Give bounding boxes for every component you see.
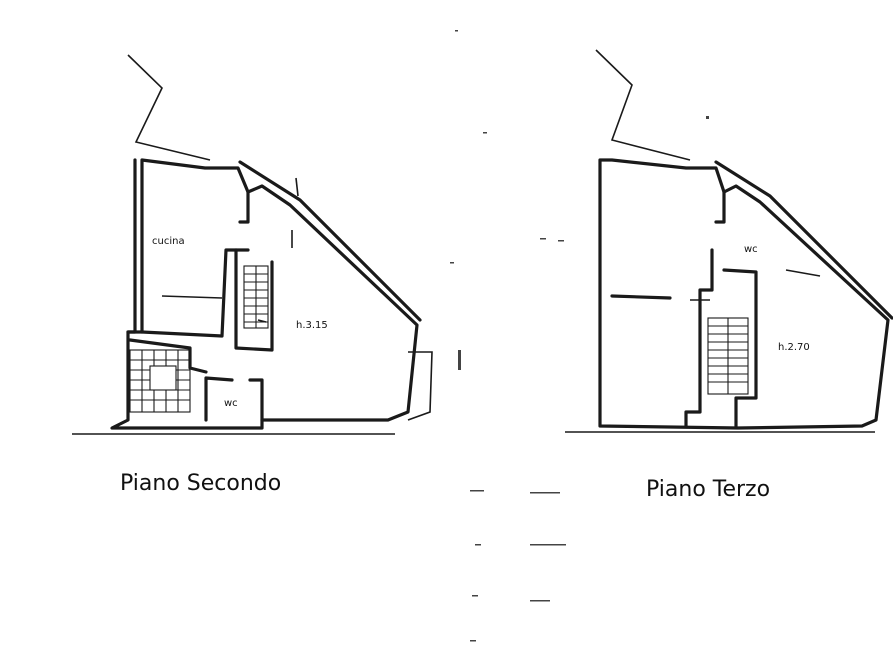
exterior-walls — [598, 158, 890, 430]
exterior-walls — [110, 158, 419, 430]
room-label-wc: wc — [224, 398, 238, 409]
neighbour-outline — [127, 54, 211, 161]
staircase-upper — [243, 265, 269, 329]
internal-wall-kitchen — [140, 248, 250, 338]
room-label-wc: wc — [744, 244, 758, 255]
staircase-lower — [129, 349, 191, 413]
plan-piano-secondo: cucina h.3.15 wc Piano Secondo — [72, 54, 433, 496]
internal-wall-corridor — [238, 190, 250, 224]
plan-piano-terzo: wc h.2.70 Piano Terzo — [565, 49, 893, 502]
diagonal-wall-inner — [238, 160, 422, 322]
outer-wall-line — [126, 158, 137, 334]
balcony — [407, 351, 433, 421]
staircase — [707, 317, 749, 395]
diagonal-wall-inner — [714, 160, 893, 320]
room-label-height: h.2.70 — [778, 342, 810, 353]
floor-title-terzo: Piano Terzo — [646, 477, 770, 502]
neighbour-outline — [595, 49, 691, 161]
internal-wall-stair-right — [722, 268, 758, 428]
room-label-height: h.3.15 — [296, 320, 328, 331]
internal-wall-wc — [204, 376, 264, 422]
window-mark — [295, 177, 299, 197]
internal-wall-left — [610, 294, 672, 300]
internal-wall-corridor — [714, 190, 726, 224]
door-mark — [785, 269, 821, 277]
internal-wall-stair — [684, 248, 714, 428]
internal-wall-stair — [234, 248, 274, 352]
floor-title-secondo: Piano Secondo — [120, 471, 281, 496]
door-mark — [161, 295, 223, 299]
room-label-cucina: cucina — [152, 236, 185, 247]
scan-noise — [450, 30, 709, 642]
